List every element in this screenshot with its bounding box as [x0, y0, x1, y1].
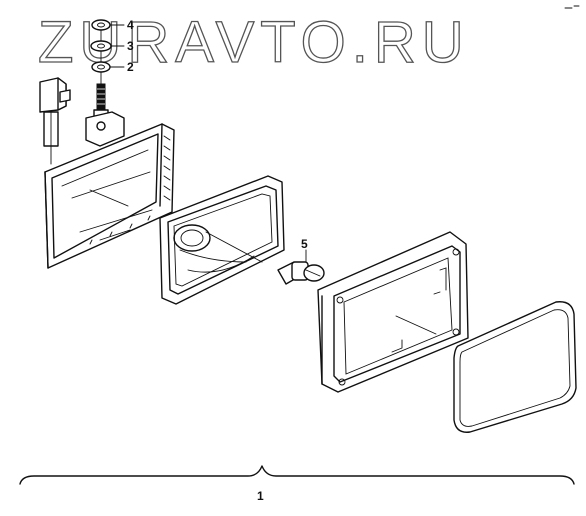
electrical-connector-icon — [39, 77, 71, 165]
callout-leaders-top — [109, 24, 125, 68]
callout-3: 3 — [127, 39, 134, 53]
callout-5: 5 — [301, 237, 308, 251]
assembly-brace — [19, 465, 575, 485]
callout-4: 4 — [127, 18, 134, 32]
callout-2: 2 — [127, 60, 134, 74]
lamp-frame-icon — [317, 231, 469, 393]
lens-icon — [453, 301, 577, 433]
lamp-housing-icon — [44, 111, 175, 269]
callout-1: 1 — [257, 489, 264, 503]
reflector-icon — [159, 175, 285, 305]
corner-mark — [564, 5, 580, 9]
bulb-icon — [277, 249, 325, 285]
